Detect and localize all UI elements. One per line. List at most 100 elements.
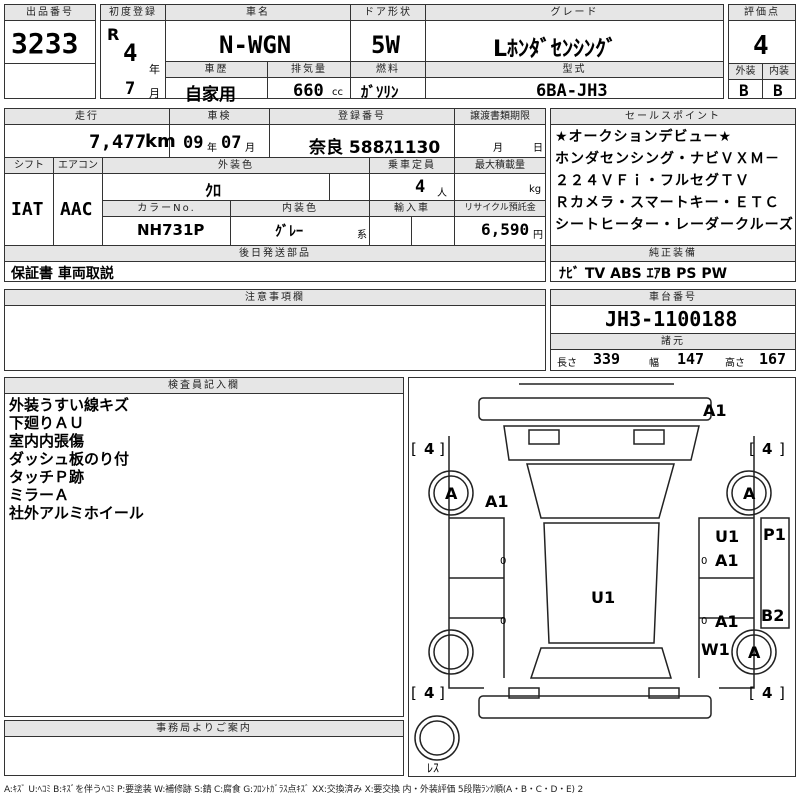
- inspector-note-5: タッチＰ跡: [9, 468, 85, 486]
- mark-roof: U1: [591, 588, 615, 607]
- height-label: 高さ: [725, 358, 745, 369]
- mark-r-pillar: P1: [763, 525, 786, 544]
- history: 自家用: [185, 85, 236, 105]
- chassis-number: JH3-1100188: [605, 307, 738, 331]
- max-load-label: 最大積載量: [455, 158, 545, 173]
- sales-line-5: シートヒーター・レーダークルーズ: [555, 217, 794, 233]
- recycle-label: リサイクル預託金: [455, 201, 545, 216]
- tire-rr-value: 4: [762, 684, 772, 702]
- inspection-year-unit: 年: [207, 143, 217, 154]
- length: 339: [593, 350, 621, 368]
- grade-label: グレード: [426, 5, 723, 20]
- first-reg-label: 初度登録: [101, 5, 165, 20]
- grade: Lﾎﾝﾀﾞｾﾝｼﾝｸﾞ: [493, 37, 618, 62]
- equipment: ﾅﾋﾞ TV ABS ｴｱB PS PW: [559, 266, 728, 282]
- history-label: 車歴: [166, 62, 267, 77]
- inspection-year: 09: [183, 133, 204, 153]
- recycle-unit: 円: [533, 230, 543, 241]
- tire-fl-bracket-open: [: [411, 440, 417, 458]
- color-no: NH731P: [137, 221, 205, 239]
- displacement-label: 排気量: [268, 62, 350, 77]
- max-load-unit: kg: [529, 184, 542, 195]
- tire-rr-bracket-open: [: [749, 684, 755, 702]
- score-box: 評価点 4 外装 内装 B B: [728, 4, 796, 100]
- registration-number: 奈良 588ｽ1130: [309, 138, 441, 158]
- mark-r-front-door-2: A1: [715, 551, 739, 570]
- model: 6BA-JH3: [536, 81, 608, 101]
- mark-r-quarter: B2: [761, 606, 784, 625]
- mark-tire-fl: A: [445, 484, 458, 503]
- lot-number-box: 出品番号 3233: [4, 4, 96, 99]
- mileage-label: 走行: [5, 109, 169, 124]
- ext-color-label: 外装色: [103, 158, 369, 173]
- width-label: 幅: [649, 358, 659, 369]
- inspection-month: 07: [221, 133, 242, 153]
- mileage: 7,477: [89, 131, 147, 153]
- inspector-note-1: 外装うすい線キズ: [9, 396, 130, 414]
- era: R: [107, 25, 120, 44]
- inspector-note-7: 社外アルミホイール: [9, 504, 144, 522]
- damage-diagram: [ 4 ] [ 4 ] [ 4 ] [ 4 ] A1 A A A1 U1 U1 …: [408, 377, 796, 777]
- shift-label: シフト: [5, 158, 53, 173]
- vehicle-info-box: 初度登録 車名 ドア形状 グレード R 4 年 7 月 N-WGN 5W Lﾎﾝ…: [100, 4, 724, 105]
- car-name-label: 車名: [166, 5, 350, 20]
- displacement: 660: [293, 81, 324, 101]
- door-mark-left-rear: 0: [500, 616, 506, 627]
- reg-month-unit: 月: [149, 87, 160, 100]
- details-box: 走行 車検 登録番号 譲渡書類期限 7,477 km 09 年 07 月 奈良 …: [4, 108, 546, 282]
- transfer-month-unit: 月: [493, 143, 503, 154]
- mileage-unit: km: [145, 131, 176, 152]
- capacity-label: 乗車定員: [370, 158, 454, 173]
- lot-number: 3233: [11, 27, 79, 60]
- spare-label: ﾚｽ: [427, 761, 439, 775]
- tire-rl-bracket-close: ]: [439, 684, 445, 702]
- sales-point-box: セールスポイント ★オークションデビュー★ ホンダセンシング・ナビＶＸＭ－ ２２…: [550, 108, 796, 282]
- tire-rl-bracket-open: [: [411, 684, 417, 702]
- door-type: 5W: [371, 31, 400, 59]
- int-grade-label: 内装: [763, 64, 795, 79]
- inspector-note-2: 下廻りＡＵ: [9, 414, 85, 432]
- score-label: 評価点: [729, 5, 795, 20]
- capacity: 4: [415, 177, 426, 197]
- inspector-box: 検査員記入欄 外装うすい線キズ 下廻りＡＵ 室内内張傷 ダッシュ板のり付 タッチ…: [4, 377, 404, 717]
- door-mark-left-front: 0: [500, 556, 506, 567]
- int-color: ｸﾞﾚｰ: [275, 224, 303, 240]
- import-label: 輸入車: [370, 201, 454, 216]
- reg-year-unit: 年: [149, 63, 160, 76]
- model-label: 型式: [426, 62, 723, 77]
- inspector-note-3: 室内内張傷: [9, 432, 85, 450]
- fuel: ｶﾞｿﾘﾝ: [361, 83, 399, 101]
- fuel-label: 燃料: [351, 62, 425, 77]
- mark-tire-fr: A: [743, 484, 756, 503]
- office-box: 事務局よりご案内: [4, 720, 404, 776]
- int-color-label: 内装色: [231, 201, 369, 216]
- inspector-note-4: ダッシュ板のり付: [9, 450, 130, 468]
- tire-fr-value: 4: [762, 440, 772, 458]
- tire-fr-bracket-close: ]: [779, 440, 785, 458]
- car-name: N-WGN: [219, 31, 292, 59]
- legend: A:ｷｽﾞ U:ﾍｺﾐ B:ｷｽﾞを伴うﾍｺﾐ P:要塗装 W:補修跡 S:錆 …: [4, 785, 583, 795]
- tire-fl-value: 4: [424, 440, 434, 458]
- color-no-label: カラーNo.: [103, 201, 230, 216]
- ext-grade: B: [739, 81, 749, 100]
- inspection-month-unit: 月: [245, 143, 255, 154]
- recycle-fee: 6,590: [481, 220, 530, 239]
- length-label: 長さ: [557, 358, 577, 369]
- capacity-unit: 人: [437, 188, 447, 199]
- reg-no-label: 登録番号: [270, 109, 454, 124]
- transfer-label: 譲渡書類期限: [455, 109, 545, 124]
- car-outline: [414, 383, 790, 761]
- notice-box: 注意事項欄: [4, 289, 546, 371]
- sales-point-label: セールスポイント: [551, 109, 795, 124]
- ac-label: エアコン: [54, 158, 102, 173]
- inspector-label: 検査員記入欄: [5, 378, 403, 393]
- tire-rl-value: 4: [424, 684, 434, 702]
- mark-fl-fender: A1: [485, 492, 509, 511]
- mark-r-rear-door: A1: [715, 612, 739, 631]
- int-color-suffix: 系: [357, 230, 367, 241]
- later-parts: 保証書 車両取説: [11, 266, 114, 282]
- door-mark-right-rear: 0: [701, 616, 707, 627]
- chassis-box: 車台番号 JH3-1100188 諸元 長さ 339 幅 147 高さ 167: [550, 289, 796, 371]
- equipment-label: 純正装備: [551, 246, 795, 261]
- door-label: ドア形状: [351, 5, 425, 20]
